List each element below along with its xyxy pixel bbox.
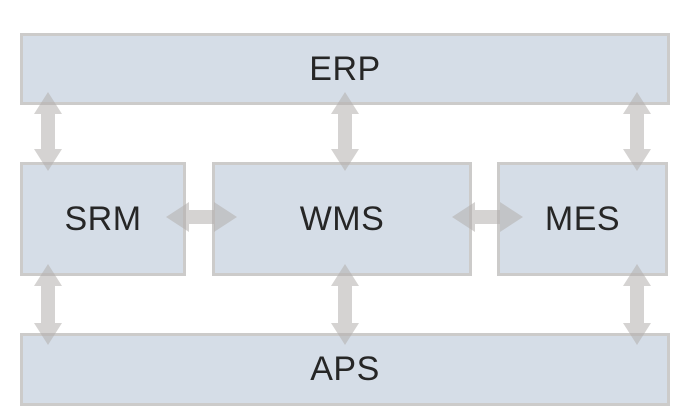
erp-box: ERP bbox=[20, 33, 670, 105]
mes-label: MES bbox=[544, 199, 621, 238]
aps-box: APS bbox=[20, 333, 670, 406]
wms-label: WMS bbox=[299, 199, 385, 238]
aps-label: APS bbox=[310, 350, 380, 388]
srm-box: SRM bbox=[20, 162, 186, 276]
srm-label: SRM bbox=[64, 199, 142, 238]
wms-box: WMS bbox=[212, 162, 472, 276]
mes-box: MES bbox=[497, 162, 668, 276]
erp-label: ERP bbox=[309, 49, 381, 88]
